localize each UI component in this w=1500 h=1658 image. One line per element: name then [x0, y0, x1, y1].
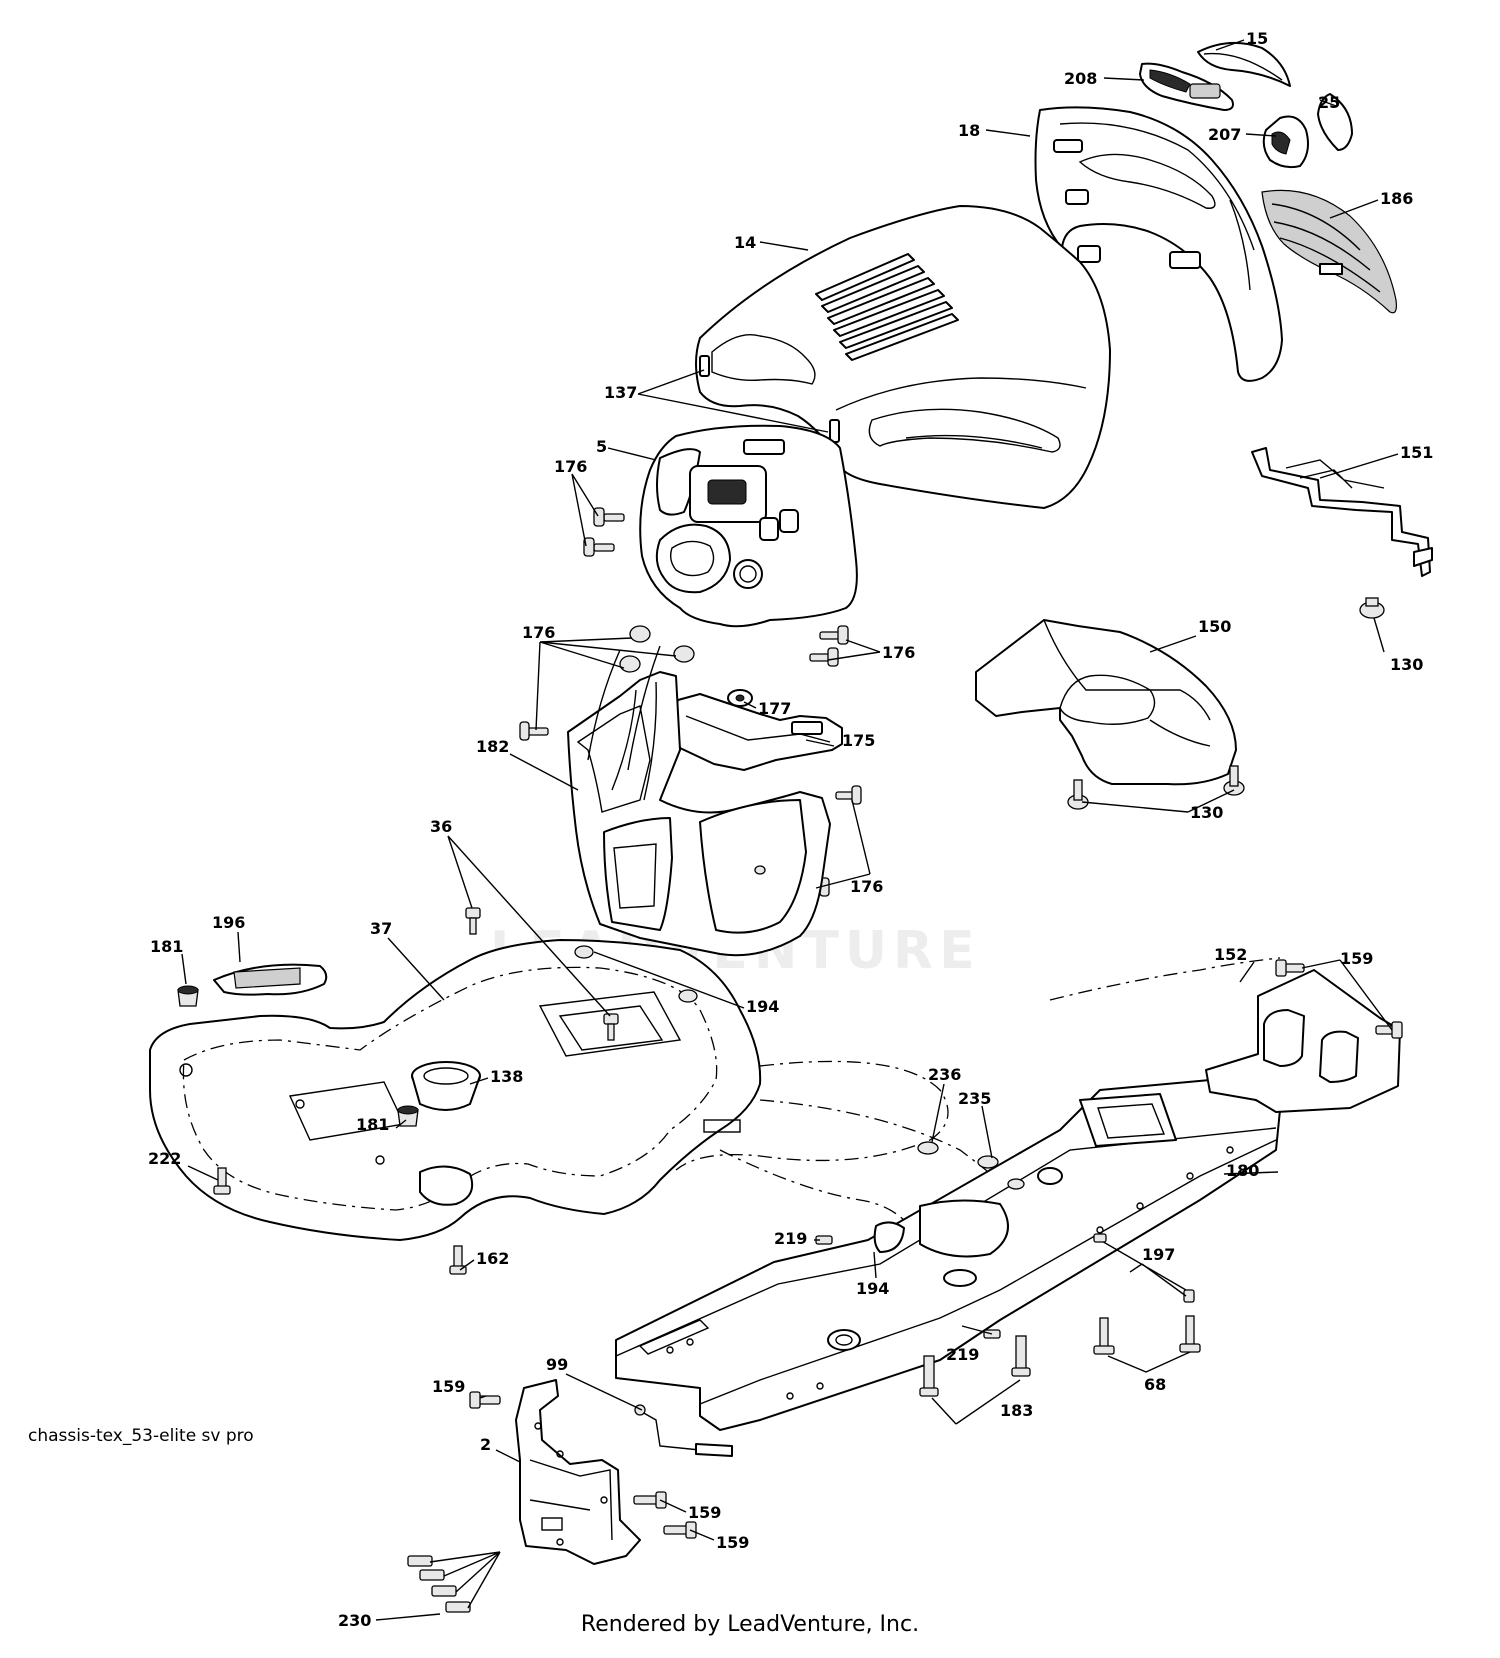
- part-138-boot: [411, 1061, 481, 1111]
- part-18-front-nose: [1034, 106, 1283, 382]
- callout-150: 150: [1198, 617, 1231, 636]
- callout-152: 152: [1214, 945, 1247, 964]
- part-14-hood: [695, 205, 1111, 509]
- hood-vent-slots: [815, 253, 959, 361]
- callout-236: 236: [928, 1065, 961, 1084]
- callout-194-upper: 194: [746, 997, 779, 1016]
- callout-159-lower: 159: [716, 1533, 749, 1552]
- callout-222: 222: [148, 1149, 181, 1168]
- part-236-washer: [917, 1141, 939, 1155]
- part-2-front-bracket: [515, 1379, 641, 1565]
- callout-194-lower: 194: [856, 1279, 889, 1298]
- part-99-lever-rod: [634, 1404, 733, 1457]
- part-176-screws-upper: [583, 507, 849, 667]
- callout-181-lower: 181: [356, 1115, 389, 1134]
- callout-182: 182: [476, 737, 509, 756]
- callout-2: 2: [480, 1435, 491, 1454]
- part-5-dash-panel: [639, 424, 858, 628]
- part-176-screws-lower: [519, 625, 862, 897]
- callout-207: 207: [1208, 125, 1241, 144]
- part-130-screws-lower: [1067, 765, 1245, 810]
- part-235-bushing: [977, 1155, 1025, 1190]
- part-152-rear-plate: [1205, 969, 1401, 1113]
- callout-208: 208: [1064, 69, 1097, 88]
- callout-197: 197: [1142, 1245, 1175, 1264]
- callout-159-left: 159: [432, 1377, 465, 1396]
- callout-176-upper: 176: [554, 457, 587, 476]
- callout-labels: 15 208 25 18 207 186 14 137 5 176 151 13…: [148, 29, 1433, 1630]
- part-15-headlight-lens: [1197, 41, 1291, 87]
- part-162-bolt: [449, 1245, 467, 1275]
- callout-15: 15: [1246, 29, 1268, 48]
- callout-219-upper: 219: [774, 1229, 807, 1248]
- callout-14: 14: [734, 233, 756, 252]
- part-175-support-bracket: [671, 693, 843, 771]
- callout-37: 37: [370, 919, 392, 938]
- diagram-label: chassis-tex_53-elite sv pro: [28, 1426, 254, 1446]
- callout-25: 25: [1318, 93, 1340, 112]
- part-130-screw-upper: [1359, 597, 1385, 619]
- part-68-bolts: [1093, 1315, 1201, 1355]
- callout-137: 137: [604, 383, 637, 402]
- callout-159-upper: 159: [1340, 949, 1373, 968]
- callout-176-left: 176: [522, 623, 555, 642]
- callout-68: 68: [1144, 1375, 1166, 1394]
- part-182-lower-console: [567, 645, 831, 957]
- callout-159-mid: 159: [688, 1503, 721, 1522]
- part-25-lens: [1317, 93, 1353, 151]
- callout-18: 18: [958, 121, 980, 140]
- callout-186: 186: [1380, 189, 1413, 208]
- callout-177: 177: [758, 699, 791, 718]
- callout-176-lower: 176: [850, 877, 883, 896]
- part-180-frame: [615, 1079, 1281, 1431]
- callout-5: 5: [596, 437, 607, 456]
- leader-lines: [181, 39, 1399, 1621]
- part-208-headlight-assembly: [1139, 62, 1234, 111]
- part-207-headlight-assembly: [1262, 115, 1309, 169]
- part-230-bolts: [407, 1555, 471, 1613]
- part-186-grille-insert: [1261, 189, 1397, 314]
- callout-151: 151: [1400, 443, 1433, 462]
- callout-130-upper: 130: [1390, 655, 1423, 674]
- part-196-fender-trim: [213, 963, 328, 996]
- part-177-clip: [727, 689, 753, 707]
- callout-181-upper: 181: [150, 937, 183, 956]
- callout-235: 235: [958, 1089, 991, 1108]
- part-150-air-duct: [975, 619, 1237, 786]
- callout-99: 99: [546, 1355, 568, 1374]
- callout-36: 36: [430, 817, 452, 836]
- callout-230: 230: [338, 1611, 371, 1630]
- part-151-bracket: [1251, 447, 1433, 577]
- callout-219-lower: 219: [946, 1345, 979, 1364]
- part-36-bolts: [465, 907, 619, 1041]
- part-222-bolt: [213, 1167, 231, 1195]
- callout-175: 175: [842, 731, 875, 750]
- part-197-rod: [1093, 1233, 1195, 1303]
- callout-183: 183: [1000, 1401, 1033, 1420]
- callout-162: 162: [476, 1249, 509, 1268]
- footer-credit: Rendered by LeadVenture, Inc.: [580, 1612, 920, 1637]
- callout-138: 138: [490, 1067, 523, 1086]
- callout-130-lower: 130: [1190, 803, 1223, 822]
- callout-176-right: 176: [882, 643, 915, 662]
- part-183-shoulder-bolts: [919, 1335, 1031, 1397]
- callout-196: 196: [212, 913, 245, 932]
- callout-180: 180: [1226, 1161, 1259, 1180]
